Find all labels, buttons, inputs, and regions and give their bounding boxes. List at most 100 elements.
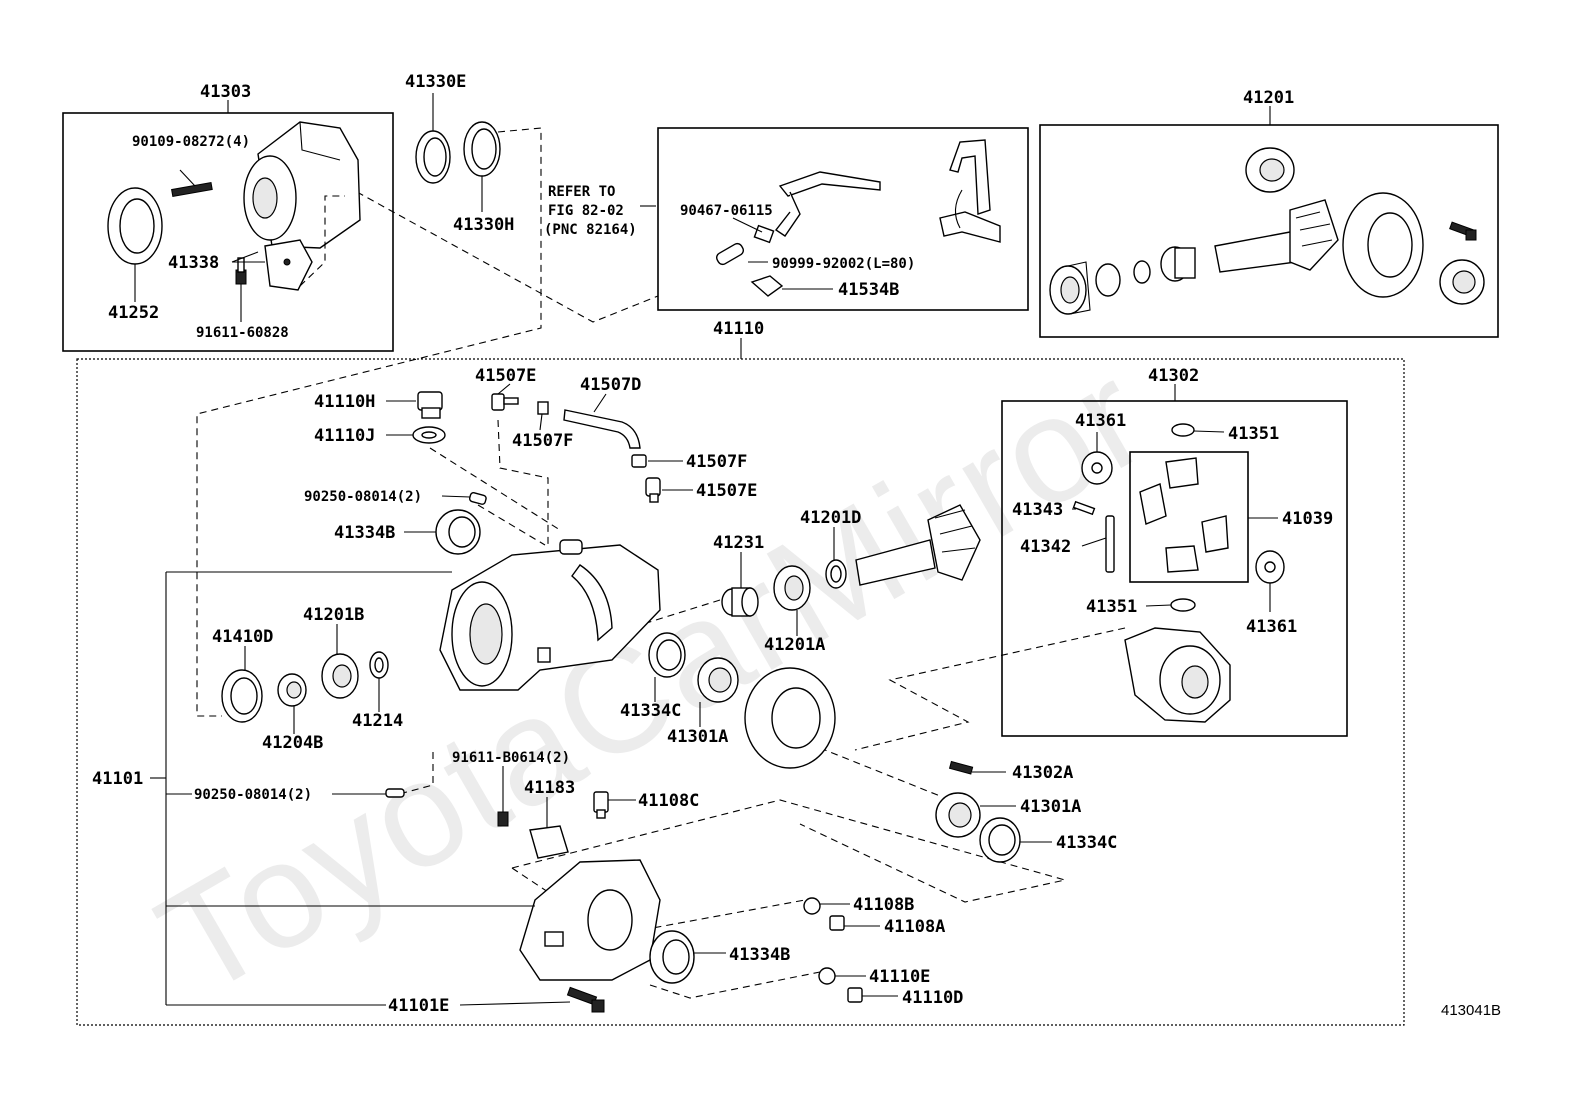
bracket-41338-icon [264, 239, 313, 291]
collar-41204B-icon [277, 673, 307, 707]
label-91611-B0614: 91611-B0614(2) [452, 750, 570, 766]
label-91611-60828: 91611-60828 [196, 325, 289, 341]
label-41410D: 41410D [212, 627, 273, 647]
label-90467-06115: 90467-06115 [680, 203, 773, 219]
label-41231: 41231 [713, 533, 764, 553]
label-41214: 41214 [352, 711, 403, 731]
label-41334B-bottom: 41334B [729, 945, 790, 965]
label-41507D: 41507D [580, 375, 641, 395]
hose-90999-icon [716, 242, 744, 266]
label-41301A-left: 41301A [667, 727, 728, 747]
bearing-41201B-icon [321, 653, 359, 699]
label-41101E: 41101E [388, 996, 449, 1016]
box-refer [657, 127, 1029, 311]
bearing-right-41201-icon [1439, 259, 1485, 305]
bearing-left-41201-icon [1049, 261, 1091, 315]
label-41101: 41101 [92, 769, 143, 789]
label-41343: 41343 [1012, 500, 1063, 520]
bearing-top-41201-icon [1245, 147, 1295, 193]
differential-case-icon [1124, 627, 1231, 723]
collapsible-spacer-41231-icon [721, 587, 759, 617]
extension-housing-41303-icon [243, 121, 361, 249]
label-41334B-top: 41334B [334, 523, 395, 543]
ring-gear-41201-icon [1342, 192, 1424, 298]
seal-41334C-right-icon [979, 817, 1021, 863]
label-41302A: 41302A [1012, 763, 1073, 783]
bearing-41301A-right-icon [935, 792, 981, 838]
label-41507F: 41507F [686, 452, 747, 472]
seal-41334B-top-icon [435, 509, 481, 555]
label-41110J: 41110J [314, 426, 375, 446]
diagram-id: 413041B [1441, 1002, 1501, 1019]
hose-41507D-icon [563, 409, 641, 449]
label-41108B: 41108B [853, 895, 914, 915]
label-41183: 41183 [524, 778, 575, 798]
label-41507E: 41507E [696, 481, 757, 501]
label-41201: 41201 [1243, 88, 1294, 108]
bolt-41201-icon [1449, 221, 1477, 241]
pin-41343-icon [1072, 500, 1096, 516]
washer-41361-bottom-icon [1255, 550, 1285, 584]
gasket-41183-icon [529, 825, 569, 859]
label-41330H: 41330H [453, 215, 514, 235]
label-41108A: 41108A [884, 917, 945, 937]
carrier-cover-icon [519, 859, 661, 981]
label-41351-bottom: 41351 [1086, 597, 1137, 617]
bolt-41302A-icon [948, 760, 974, 775]
label-41507E-top: 41507E [475, 366, 536, 386]
gasket-41108B-icon [803, 897, 821, 915]
label-41201B: 41201B [303, 605, 364, 625]
clip-41507F-top-icon [537, 401, 549, 415]
box-41110 [76, 358, 1405, 1026]
box-41039 [1129, 451, 1249, 583]
label-41330E: 41330E [405, 72, 466, 92]
label-41338: 41338 [168, 253, 219, 273]
label-41201A: 41201A [764, 635, 825, 655]
plug-41110D-icon [847, 987, 863, 1003]
seal-41334C-left-icon [648, 632, 686, 678]
stud-bolt-90109-icon [171, 182, 213, 198]
refer-line-3: (PNC 82164) [544, 222, 637, 238]
union-41507E-bottom-icon [645, 477, 661, 503]
washer-41214-icon [369, 651, 389, 679]
seal-41334B-bottom-icon [649, 930, 695, 984]
label-41110: 41110 [713, 319, 764, 339]
bearing-41301A-left-icon [697, 657, 739, 703]
plug-41108A-icon [829, 915, 845, 931]
label-41301A-right: 41301A [1020, 797, 1081, 817]
label-90250-08014-top: 90250-08014(2) [304, 489, 422, 505]
label-90250-08014-bottom: 90250-08014(2) [194, 787, 312, 803]
label-41204B: 41204B [262, 733, 323, 753]
label-90999-92002: 90999-92002(L=80) [772, 256, 915, 272]
ring-gear-main-icon [744, 667, 836, 769]
gasket-41110J-icon [412, 426, 446, 444]
pin-90250-bottom-icon [385, 788, 405, 798]
refer-line-2: FIG 82-02 [548, 203, 624, 219]
label-41534B: 41534B [838, 280, 899, 300]
label-41351-top: 41351 [1228, 424, 1279, 444]
label-41507F-top: 41507F [512, 431, 573, 451]
washer-41351-bottom-icon [1170, 598, 1196, 612]
plug-41108C-icon [593, 791, 609, 819]
label-41108C: 41108C [638, 791, 699, 811]
washer-41201D-icon [825, 559, 847, 589]
label-41334C-left: 41334C [620, 701, 681, 721]
gasket-41110E-icon [818, 967, 836, 985]
label-41361-bottom: 41361 [1246, 617, 1297, 637]
label-90109-08272: 90109-08272(4) [132, 134, 250, 150]
carrier-housing-41110-icon [439, 539, 661, 691]
washer-41361-top-icon [1081, 451, 1113, 485]
seal-41410D-icon [221, 669, 263, 723]
label-41302: 41302 [1148, 366, 1199, 386]
pin-90250-top-icon [468, 492, 487, 505]
bolt-91611-B0614-icon [497, 811, 509, 827]
label-41334C-right: 41334C [1056, 833, 1117, 853]
bolt-41101E-icon [566, 986, 605, 1013]
box-41201 [1039, 124, 1499, 338]
drive-pinion-41201-icon [1214, 199, 1339, 273]
breather-pipe-icon [753, 171, 881, 244]
plug-41110H-icon [417, 391, 443, 419]
refer-line-1: REFER TO [548, 184, 615, 200]
spacer-41201-icon [1095, 246, 1196, 297]
